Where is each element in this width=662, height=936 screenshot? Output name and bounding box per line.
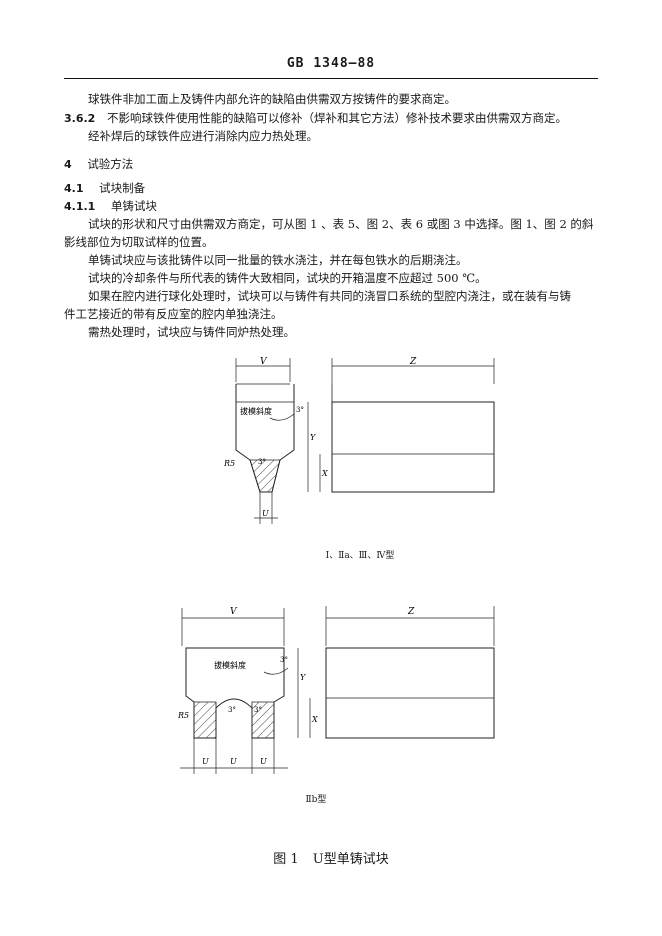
draft-angle-label: 拔模斜度: [214, 660, 246, 670]
paragraph: 件工艺接近的带有反应室的腔内单独浇注。: [64, 306, 604, 323]
x-label: X: [311, 715, 318, 724]
section-number: 4.1: [64, 182, 84, 195]
paragraph: 如果在腔内进行球化处理时，试块可以与铸件有共同的浇冒口系统的型腔内浇注，或在装有…: [88, 288, 628, 305]
paragraph-text: 件工艺接近的带有反应室的腔内单独浇注。: [64, 307, 283, 321]
figure-number: 图 1: [273, 852, 299, 867]
v-label: V: [260, 357, 268, 367]
paragraph-text: 试块的形状和尺寸由供需双方商定，可从图 1 、表 5、图 2、表 6 或图 3 …: [88, 217, 594, 231]
section-title: 试块制备: [99, 181, 146, 195]
header-rule: [64, 78, 598, 79]
angle-3-top: 3°: [296, 406, 304, 414]
r5-label: R5: [177, 711, 189, 720]
paragraph: 球铁件非加工面上及铸件内部允许的缺陷由供需双方按铸件的要求商定。: [88, 91, 628, 108]
figure-bottom-subcaption: Ⅱb型: [305, 795, 327, 805]
draft-angle-label: 拔模斜度: [240, 406, 272, 416]
angle-3-right: 3°: [254, 706, 262, 714]
standard-number-header: GB 1348—88: [286, 56, 376, 71]
paragraph: 试块的冷却条件与所代表的铸件大致相同，试块的开箱温度不应超过 500 ℃。: [88, 270, 628, 287]
z-label: Z: [407, 607, 415, 617]
paragraph: 单铸试块应与该批铸件以同一批量的铁水浇注，并在每包铁水的后期浇注。: [88, 252, 628, 269]
paragraph-text: 经补焊后的球铁件应进行消除内应力热处理。: [88, 129, 318, 143]
paragraph-text: 试块的冷却条件与所代表的铸件大致相同，试块的开箱温度不应超过 500 ℃。: [88, 271, 487, 285]
v-label: V: [230, 607, 238, 617]
figure-top-subcaption: Ⅰ、Ⅱa、Ⅲ、Ⅳ型: [325, 551, 395, 561]
clause-3-6-2: 3.6.2 不影响球铁件使用性能的缺陷可以修补（焊补和其它方法）修补技术要求由供…: [64, 110, 604, 127]
paragraph-text: 如果在腔内进行球化处理时，试块可以与铸件有共同的浇冒口系统的型腔内浇注，或在装有…: [88, 289, 571, 303]
figure-caption: 图 1 U型单铸试块: [0, 848, 662, 867]
clause-number: 3.6.2: [64, 112, 96, 125]
paragraph-text: 单铸试块应与该批铸件以同一批量的铁水浇注，并在每包铁水的后期浇注。: [88, 253, 468, 267]
paragraph: 经补焊后的球铁件应进行消除内应力热处理。: [88, 128, 628, 145]
u-label-left: U: [202, 757, 209, 766]
section-number: 4.1.1: [64, 200, 96, 213]
paragraph: 需热处理时，试块应与铸件同炉热处理。: [88, 324, 628, 341]
section-title: 单铸试块: [110, 199, 157, 213]
angle-3-top: 3°: [280, 656, 288, 664]
angle-3-bottom: 3°: [258, 458, 266, 466]
r5-label: R5: [223, 459, 235, 468]
figure-top-drawing: V Z 拔模斜度 3° 3° R5 Y X U: [223, 357, 495, 524]
u-label-right: U: [260, 757, 267, 766]
section-number: 4: [64, 158, 72, 171]
section-4-1-1-heading: 4.1.1 单铸试块: [64, 198, 604, 215]
figure-title: U型单铸试块: [312, 852, 389, 867]
paragraph-text: 需热处理时，试块应与铸件同炉热处理。: [88, 325, 295, 339]
paragraph: 影线部位为切取试样的位置。: [64, 234, 604, 251]
paragraph-text: 球铁件非加工面上及铸件内部允许的缺陷由供需双方按铸件的要求商定。: [88, 92, 456, 106]
figure-bottom-drawing: V Z 拔模斜度 3° 3° 3° R5 Y X U U U: [177, 606, 495, 774]
y-label: Y: [310, 433, 316, 442]
section-4-1-heading: 4.1 试块制备: [64, 180, 604, 197]
y-label: Y: [300, 673, 306, 682]
paragraph-text: 不影响球铁件使用性能的缺陷可以修补（焊补和其它方法）修补技术要求由供需双方商定。: [106, 111, 567, 125]
u-label-center: U: [230, 757, 237, 766]
x-label: X: [321, 469, 328, 478]
u-label: U: [262, 509, 269, 518]
z-label: Z: [409, 357, 417, 367]
angle-3-left: 3°: [228, 706, 236, 714]
paragraph: 试块的形状和尺寸由供需双方商定，可从图 1 、表 5、图 2、表 6 或图 3 …: [88, 216, 628, 233]
section-4-heading: 4 试验方法: [64, 156, 604, 173]
paragraph-text: 影线部位为切取试样的位置。: [64, 235, 214, 249]
section-title: 试验方法: [87, 157, 134, 171]
